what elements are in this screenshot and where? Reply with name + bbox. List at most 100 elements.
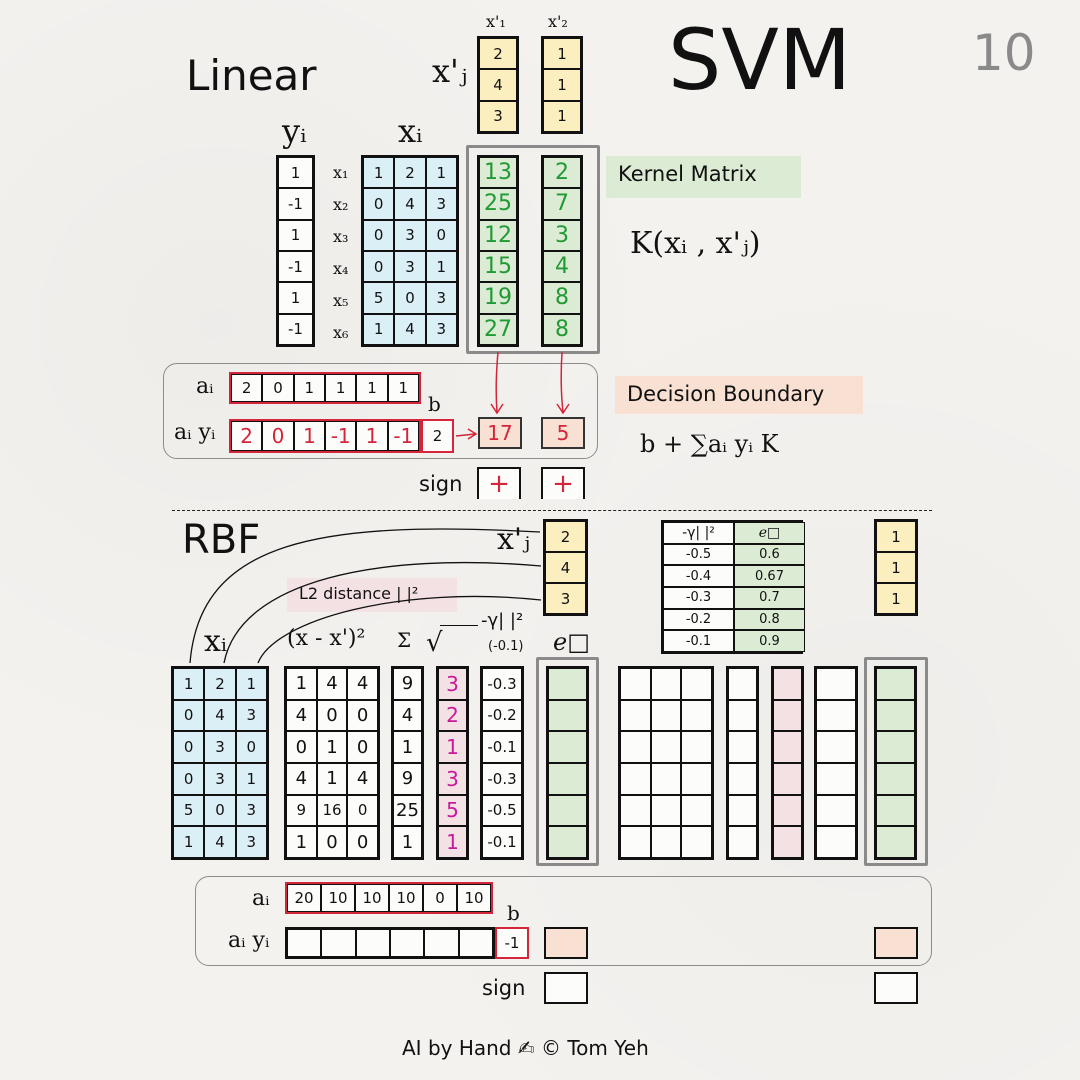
- linear-label: Linear: [186, 51, 317, 100]
- diffsq-cell: 4: [316, 668, 348, 700]
- sum-cell: 9: [393, 762, 422, 795]
- ay-cell: 1: [293, 421, 325, 451]
- sign-1: +: [479, 469, 519, 499]
- rbf-x-cell: 1: [173, 826, 205, 858]
- rbf-label: RBF: [182, 517, 261, 563]
- x-cell: 3: [425, 313, 457, 345]
- rbf-x-cell: 2: [204, 668, 236, 700]
- empty-cell: [620, 668, 651, 700]
- sqrt-cell: 5: [438, 794, 467, 827]
- xprime-2-cell: 1: [543, 100, 581, 132]
- rbf-x-cell: 0: [204, 794, 236, 827]
- lookup-cell: 0.6: [734, 543, 805, 566]
- rbf-x-cell: 4: [204, 699, 236, 732]
- ay-cell: 2: [231, 421, 263, 451]
- rbf-a-cell: 10: [321, 884, 355, 912]
- kernel-cell: 8: [543, 313, 581, 345]
- sqrt-column: 3 2 1 3 5 1: [436, 666, 469, 860]
- a-cell: 2: [231, 374, 263, 402]
- sum-header: Σ: [397, 628, 412, 652]
- diffsq-cell: 16: [316, 794, 348, 827]
- rbf-a-cell: 0: [423, 884, 457, 912]
- row-label: x₁: [333, 163, 349, 182]
- b-box: 2: [421, 419, 454, 453]
- footer-credit: AI by Hand ✍ © Tom Yeh: [402, 1036, 649, 1060]
- kernel-cell: 15: [479, 251, 517, 283]
- rbf-a-cell: 20: [287, 884, 321, 912]
- rbf-x-cell: 5: [173, 794, 205, 827]
- rbf-x-cell: 4: [204, 826, 236, 858]
- x-cell: 4: [394, 313, 426, 345]
- empty-cell: [620, 794, 651, 827]
- diffsq-cell: 4: [286, 762, 317, 795]
- empty-cell: [681, 826, 712, 858]
- empty-cell: [650, 699, 682, 732]
- kernel-cell: 4: [543, 251, 581, 283]
- empty-cell: [355, 929, 390, 957]
- empty-cell: [773, 762, 802, 795]
- kernel-column-2: 2 7 3 4 8 8: [541, 155, 583, 347]
- row-label: x₄: [333, 259, 349, 278]
- empty-cell: [681, 762, 712, 795]
- l2-distance-tag: L2 distance | |²: [287, 578, 457, 612]
- empty-cell: [620, 826, 651, 858]
- a-cell: 1: [325, 374, 357, 402]
- a-cell: 1: [293, 374, 325, 402]
- rbf-xprime-label: x'ⱼ: [497, 522, 531, 557]
- empty-cell: [876, 929, 916, 957]
- y-cell: -1: [278, 313, 313, 345]
- x-cell: 0: [363, 188, 395, 220]
- rbf-ay-label: aᵢ yᵢ: [228, 928, 270, 953]
- sqrt-bar: [440, 625, 478, 626]
- kernel-matrix-tag: Kernel Matrix: [606, 156, 801, 198]
- rbf-x-cell: 3: [235, 826, 267, 858]
- xprime-label: x'ⱼ: [432, 52, 468, 90]
- rbf-sign-1-box: [544, 972, 588, 1004]
- sqrt-cell: 2: [438, 699, 467, 732]
- sqrt-cell: 1: [438, 826, 467, 858]
- empty-cell: [389, 929, 425, 957]
- gamma-sub: (-0.1): [488, 639, 524, 654]
- x-cell: 0: [425, 219, 457, 251]
- diffsq-cell: 0: [347, 699, 378, 732]
- diffsq-cell: 1: [316, 762, 348, 795]
- empty-cell: [728, 826, 757, 858]
- rbf-xprime-cell: 3: [545, 583, 586, 614]
- empty-cell: [681, 668, 712, 700]
- empty-cell: [728, 699, 757, 732]
- rbf-sign-2-box: [874, 972, 918, 1004]
- lookup-header: -γ| |²: [663, 522, 734, 544]
- kernel-formula: K(xᵢ , x'ⱼ): [630, 226, 761, 261]
- rbf-x-header: xᵢ: [204, 624, 227, 659]
- kernel-cell: 12: [479, 219, 517, 251]
- lookup-cell: -0.4: [663, 565, 734, 587]
- x-cell: 3: [425, 188, 457, 220]
- lookup-cell: 0.9: [734, 630, 805, 652]
- x-cell: 0: [363, 219, 395, 251]
- kernel-cell: 19: [479, 282, 517, 314]
- rbf-x-cell: 0: [173, 762, 205, 795]
- empty-cell: [773, 794, 802, 827]
- lookup-cell: -0.1: [663, 630, 734, 652]
- rbf-x-cell: 3: [235, 699, 267, 732]
- row-label: x₆: [333, 323, 349, 342]
- a-cell: 0: [262, 374, 294, 402]
- x-cell: 1: [363, 157, 395, 189]
- y-header: yᵢ: [282, 112, 307, 150]
- exp-cell: [548, 794, 587, 827]
- x-cell: 2: [394, 157, 426, 189]
- kernel-cell: 8: [543, 282, 581, 314]
- rbf-ay-row: [285, 927, 495, 959]
- sign-2: +: [543, 469, 583, 499]
- empty-cell: [728, 668, 757, 700]
- rbf-weights-panel: [195, 876, 932, 966]
- empty-cell: [773, 699, 802, 732]
- gamma-cell: -0.3: [482, 762, 522, 795]
- decision-1-box: 17: [478, 417, 522, 449]
- sum-cell: 9: [393, 668, 422, 700]
- empty-cell: [681, 699, 712, 732]
- decision-2-box: 5: [541, 417, 585, 449]
- gamma-header: -γ| |²: [481, 610, 524, 631]
